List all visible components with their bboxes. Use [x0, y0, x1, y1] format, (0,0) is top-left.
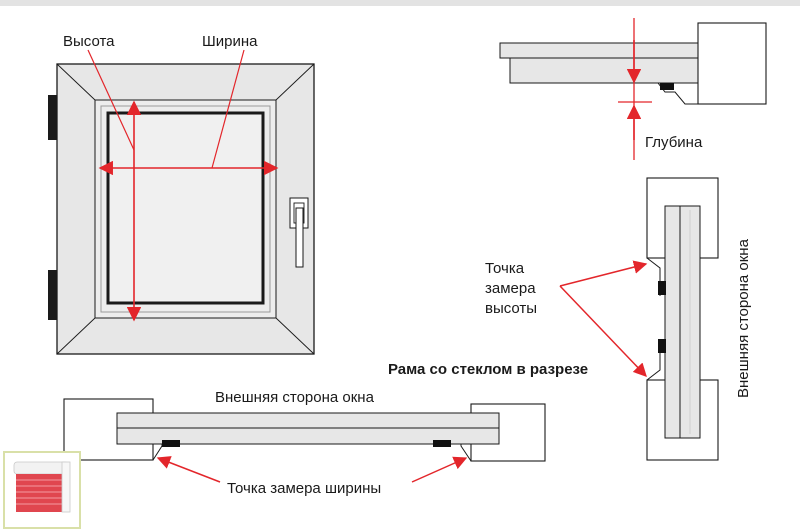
height-point-label-line3: высоты [485, 300, 537, 317]
height-seal-bottom [658, 339, 666, 353]
height-label: Высота [63, 33, 115, 50]
window-front-view: Высота Ширина [48, 33, 315, 355]
width-seal-right [433, 440, 451, 447]
width-point-arrow-left [156, 456, 221, 483]
height-point-arrow-bottom [559, 285, 647, 377]
outer-side-vertical-label: Внешняя сторона окна [735, 238, 752, 398]
window-glass [106, 111, 265, 305]
top-strip [0, 0, 800, 6]
width-leader-line [211, 49, 245, 169]
hinge-bottom [48, 270, 57, 320]
height-point-label-line1: Точка [485, 260, 525, 277]
handle-icon [289, 197, 309, 268]
width-seal-left [162, 440, 180, 447]
height-seal-top [658, 281, 666, 295]
height-leader-line [87, 49, 135, 151]
width-point-arrow-right [411, 456, 468, 483]
height-point-label-line2: замера [485, 280, 536, 297]
depth-section: Глубина [499, 18, 767, 160]
roller-blind-logo-icon [3, 451, 81, 529]
horizontal-section: Внешняя сторона окна [63, 389, 546, 462]
hinge-top [48, 95, 57, 140]
width-label: Ширина [202, 33, 258, 50]
height-point-arrow-top [559, 260, 648, 287]
outer-side-horizontal-label: Внешняя сторона окна [215, 389, 375, 406]
depth-seal [660, 83, 674, 90]
vertical-section: Внешняя сторона окна [646, 177, 752, 461]
depth-label: Глубина [645, 134, 703, 151]
width-point-label: Точка замера ширины [227, 480, 381, 497]
section-title: Рама со стеклом в разрезе [388, 361, 588, 378]
